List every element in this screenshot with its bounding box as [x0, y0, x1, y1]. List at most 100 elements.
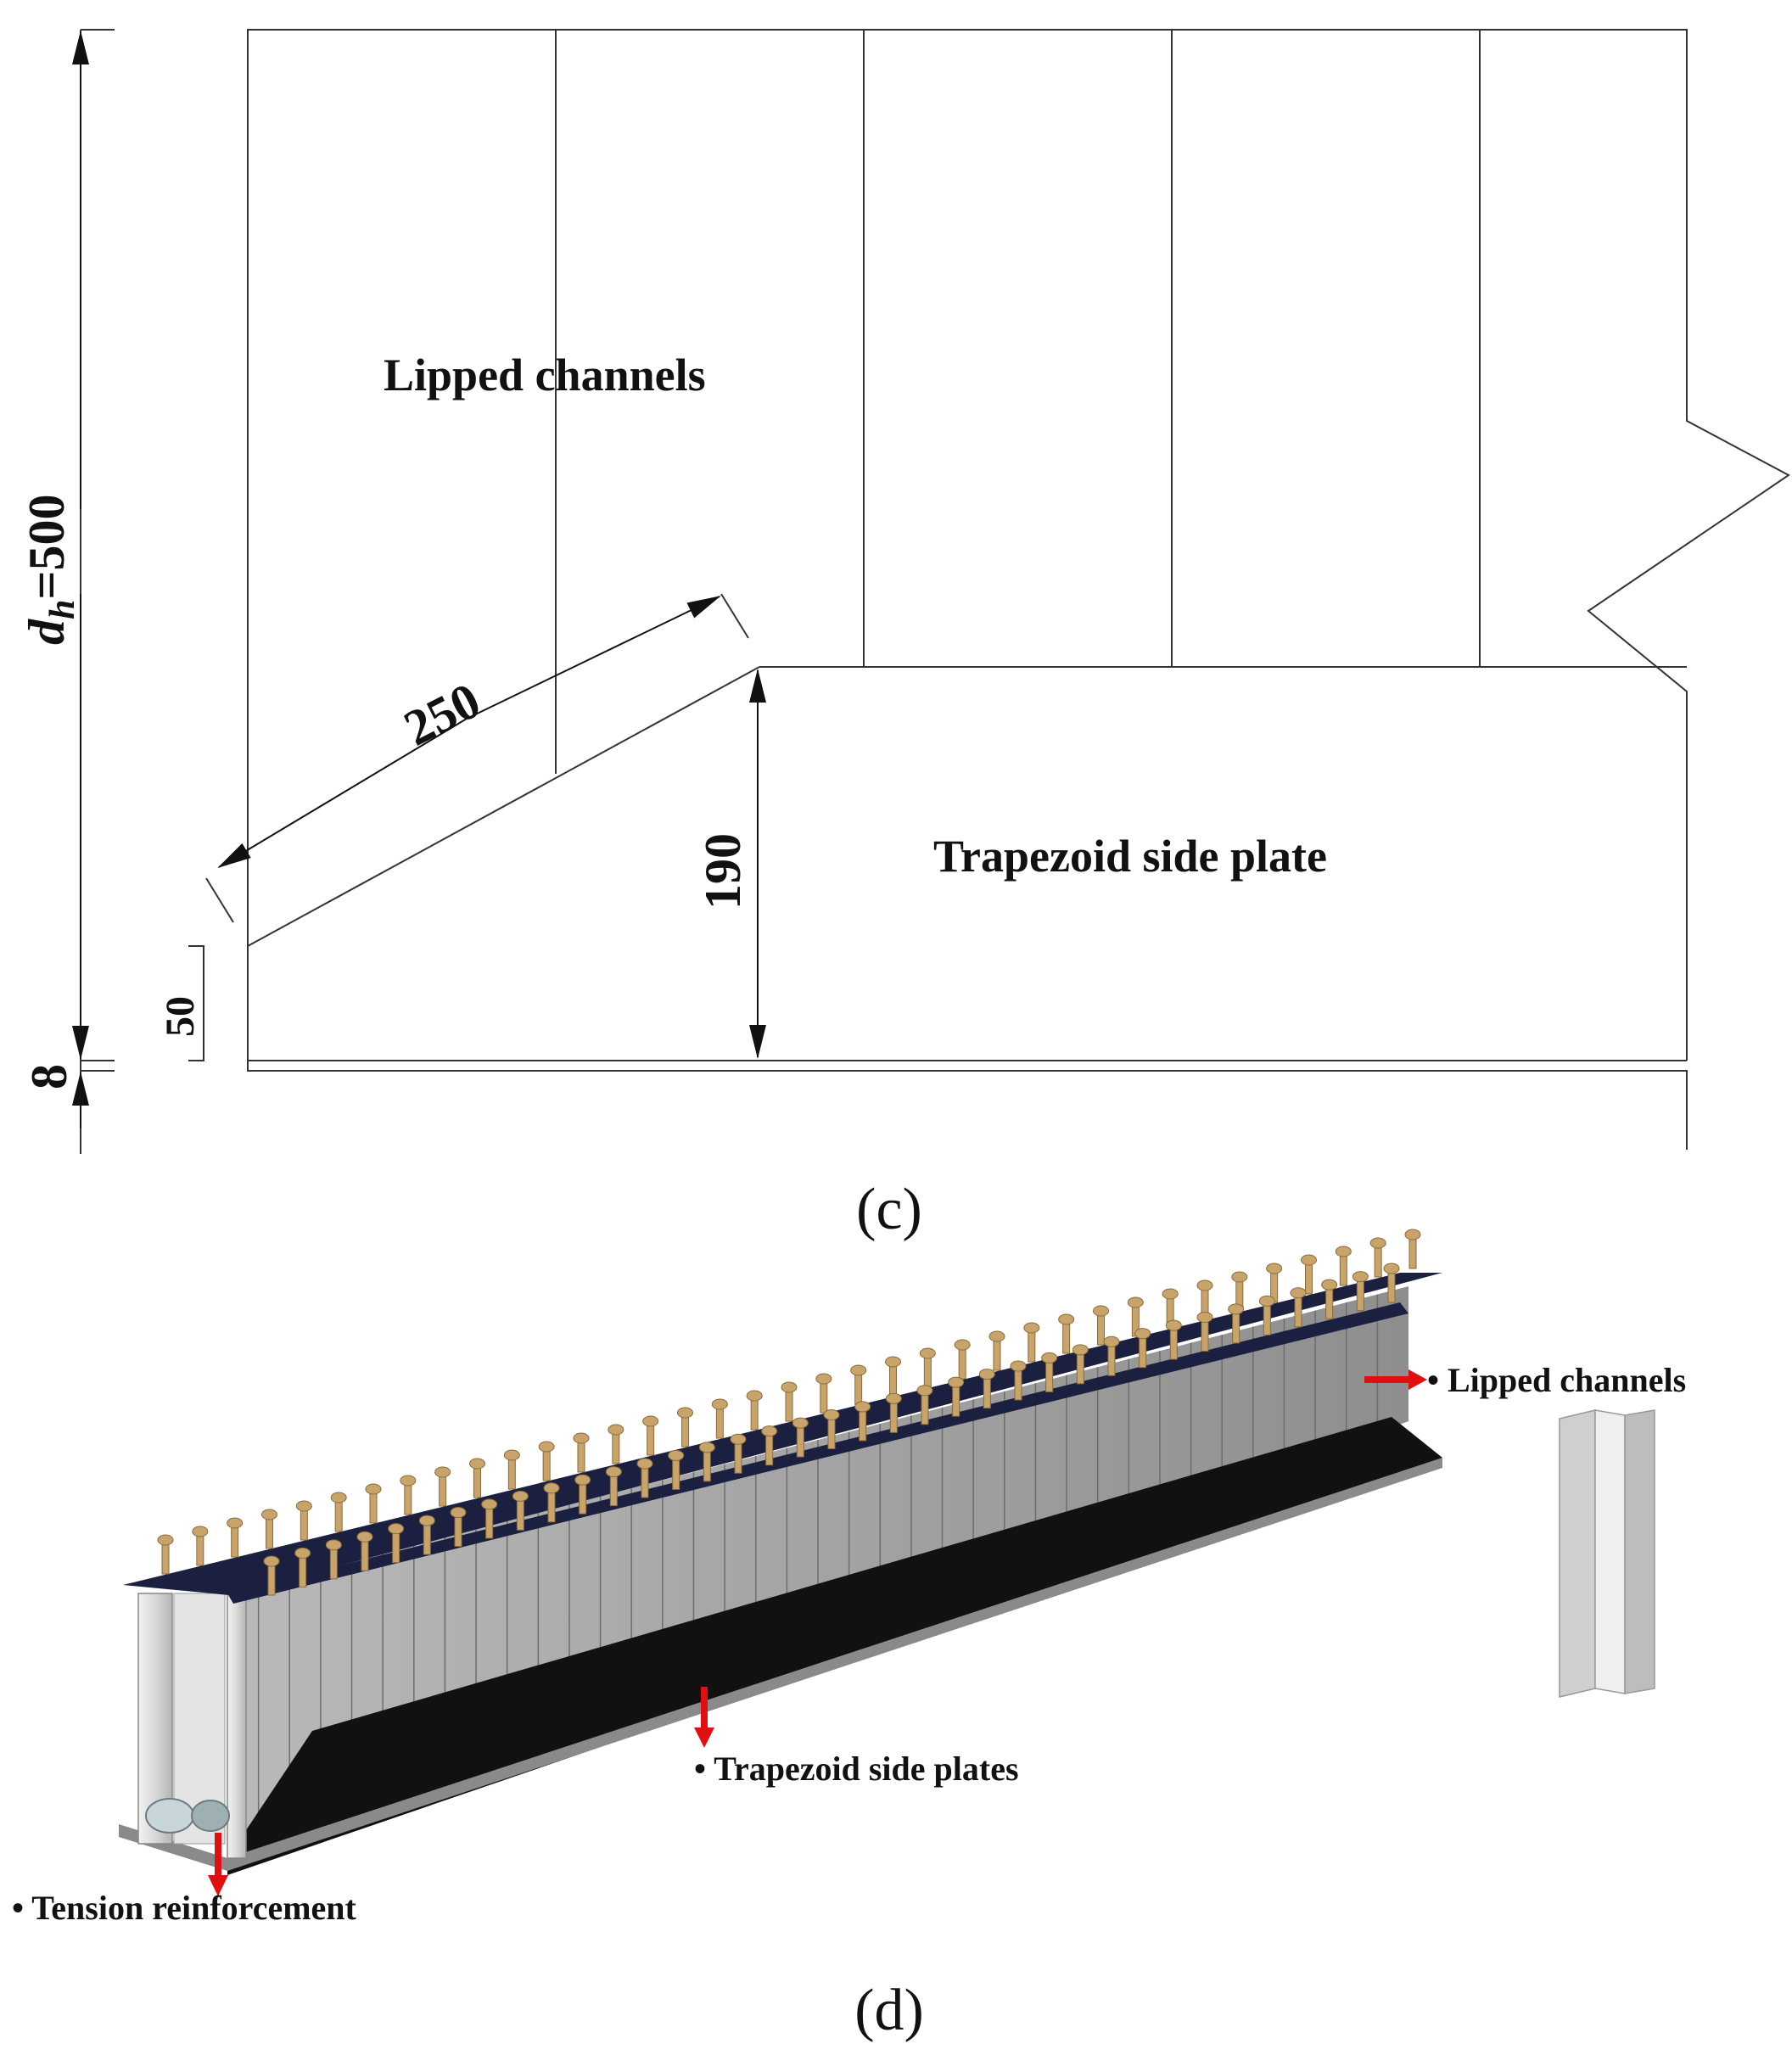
stud-shank — [1097, 1312, 1105, 1346]
stud-head — [978, 1369, 995, 1380]
stud-head — [948, 1376, 965, 1388]
stud-head — [1103, 1335, 1120, 1347]
stud-shank — [1028, 1329, 1036, 1363]
dim-offset: 50 — [158, 996, 203, 1037]
stud-head — [746, 1390, 763, 1402]
shear-stud — [916, 1385, 933, 1425]
stud-shank — [923, 1354, 932, 1388]
stud-shank — [734, 1440, 742, 1474]
shear-stud — [1127, 1296, 1144, 1337]
shear-stud — [418, 1515, 435, 1555]
shear-stud — [400, 1475, 417, 1515]
shear-stud — [294, 1547, 311, 1587]
stud-shank — [300, 1507, 308, 1541]
callout-lipped-channels: • Lipped channels — [1427, 1361, 1686, 1399]
stud-head — [356, 1531, 373, 1543]
shear-stud — [1290, 1287, 1307, 1328]
dim-slope: 250 — [395, 672, 489, 757]
stud-shank — [267, 1562, 276, 1596]
stud-head — [1404, 1229, 1421, 1240]
panel-c-drawing: Lipped channels Trapezoid side plate dh=… — [19, 29, 1790, 1242]
shear-stud — [815, 1373, 832, 1414]
shear-stud — [988, 1330, 1005, 1371]
stud-head — [157, 1534, 174, 1546]
stud-head — [988, 1330, 1005, 1342]
stud-head — [1196, 1279, 1213, 1291]
shear-stud — [574, 1474, 591, 1515]
dim-plate-height: 190 — [695, 833, 751, 910]
shear-stud — [781, 1381, 798, 1422]
shear-stud — [885, 1392, 902, 1433]
stud-head — [1023, 1322, 1040, 1334]
stud-head — [1165, 1319, 1182, 1331]
stud-head — [954, 1339, 971, 1351]
shear-stud — [642, 1415, 659, 1456]
shear-stud — [356, 1531, 373, 1571]
shear-stud — [365, 1483, 382, 1524]
arrow-tension-reinforcement-head — [208, 1875, 228, 1896]
stud-shank — [715, 1405, 724, 1439]
stud-shank — [1107, 1342, 1116, 1376]
shear-stud — [792, 1417, 809, 1458]
stud-head — [608, 1424, 624, 1436]
shear-stud — [450, 1507, 467, 1547]
stud-head — [1072, 1344, 1089, 1356]
shear-stud — [730, 1433, 747, 1474]
trapezoid-slope-edge — [247, 666, 760, 947]
stud-shank — [423, 1521, 431, 1555]
stud-shank — [785, 1388, 793, 1422]
callout-trapezoid-side-plates: • Trapezoid side plates — [694, 1750, 1019, 1788]
arrow-trapezoid-side-plates-head — [694, 1727, 714, 1748]
shear-stud — [330, 1492, 347, 1532]
stud-shank — [507, 1456, 516, 1490]
slope-ext-left — [205, 877, 234, 923]
caption-d: (d) — [854, 1978, 924, 2043]
dim-height-subscript: h — [43, 600, 82, 619]
stud-shank — [827, 1416, 836, 1449]
stud-shank — [1201, 1319, 1209, 1352]
stud-shank — [921, 1391, 929, 1425]
arrow-lipped-channels-head — [1408, 1369, 1427, 1390]
stud-shank — [820, 1380, 828, 1414]
stud-shank — [1076, 1351, 1084, 1385]
shear-stud — [434, 1466, 451, 1507]
stud-shank — [983, 1375, 991, 1409]
stud-shank — [329, 1546, 338, 1580]
stud-head — [512, 1490, 529, 1502]
stud-head — [450, 1507, 467, 1518]
stud-shank — [485, 1505, 494, 1539]
shear-stud — [1352, 1271, 1369, 1312]
stud-shank — [1062, 1320, 1071, 1354]
stud-head — [263, 1555, 280, 1567]
shear-stud — [1383, 1263, 1400, 1303]
stud-shank — [889, 1363, 897, 1397]
shear-stud — [469, 1458, 485, 1498]
stud-shank — [1294, 1294, 1302, 1328]
label-lipped-channels: Lipped channels — [384, 350, 706, 400]
callout-tension-reinforcement: • Tension reinforcement — [12, 1889, 357, 1927]
stud-head — [1352, 1271, 1369, 1283]
shear-stud — [295, 1500, 312, 1541]
stud-shank — [361, 1537, 369, 1571]
shear-stud — [954, 1339, 971, 1380]
stud-head — [388, 1523, 405, 1535]
stud-head — [885, 1356, 901, 1368]
stud-shank — [161, 1541, 170, 1575]
stud-shank — [1169, 1326, 1178, 1360]
stud-head — [538, 1441, 555, 1453]
stud-shank — [299, 1554, 307, 1587]
stud-shank — [473, 1464, 481, 1498]
stud-head — [698, 1442, 715, 1453]
stud-head — [325, 1539, 342, 1551]
shear-stud — [1231, 1271, 1248, 1312]
stud-shank — [266, 1515, 273, 1549]
detail-channel-lip — [1624, 1409, 1655, 1694]
stud-head — [1228, 1303, 1245, 1315]
shear-stud — [746, 1390, 763, 1431]
stud-head — [294, 1547, 311, 1559]
shear-stud — [543, 1482, 560, 1523]
shear-stud — [1072, 1344, 1089, 1385]
shear-stud — [1165, 1319, 1182, 1360]
stud-head — [916, 1385, 933, 1397]
